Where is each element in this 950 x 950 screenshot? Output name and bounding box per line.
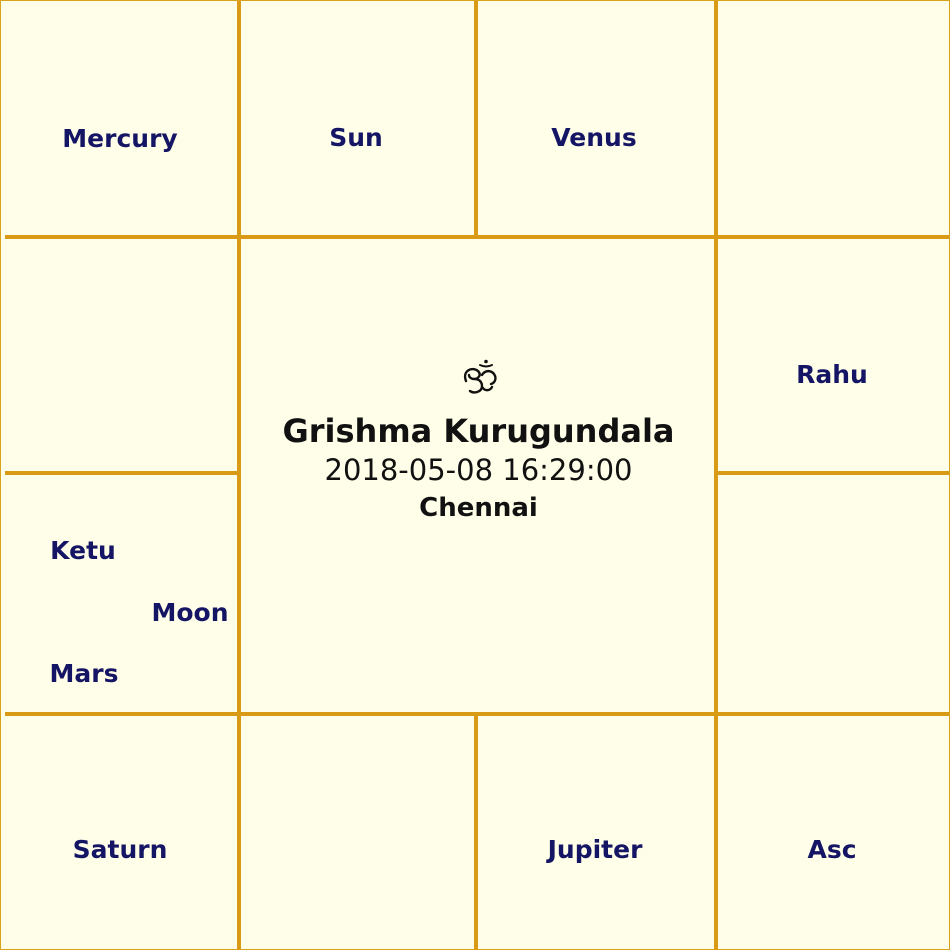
grid-line-h1 bbox=[5, 235, 949, 239]
house-top-2-planet-1: Sun bbox=[329, 123, 383, 152]
grid-line-v2-top bbox=[474, 1, 478, 237]
grid-line-v3 bbox=[714, 1, 718, 950]
house-top-left-planet-1: Mercury bbox=[62, 124, 178, 153]
chart-center-info: Grishma Kurugundala 2018-05-08 16:29:00 … bbox=[241, 239, 716, 713]
native-name: Grishma Kurugundala bbox=[282, 412, 675, 450]
house-bottom-right-planet-1: Asc bbox=[807, 835, 857, 864]
house-left-3-planet-3: Mars bbox=[49, 659, 119, 688]
grid-line-v2-bottom bbox=[474, 714, 478, 950]
house-bottom-left-planet-1: Saturn bbox=[72, 835, 168, 864]
house-left-3-planet-1: Ketu bbox=[50, 536, 116, 565]
birth-datetime: 2018-05-08 16:29:00 bbox=[324, 453, 633, 487]
house-right-2-planet-1: Rahu bbox=[796, 360, 868, 389]
house-left-3-planet-2: Moon bbox=[151, 598, 229, 627]
grid-line-h2-left bbox=[5, 471, 241, 475]
om-icon bbox=[458, 357, 500, 399]
house-bottom-3-planet-1: Jupiter bbox=[547, 835, 643, 864]
grid-line-h2-right bbox=[716, 471, 949, 475]
house-top-3-planet-1: Venus bbox=[551, 123, 637, 152]
grid-line-v1 bbox=[237, 1, 241, 950]
birth-place: Chennai bbox=[419, 493, 538, 523]
